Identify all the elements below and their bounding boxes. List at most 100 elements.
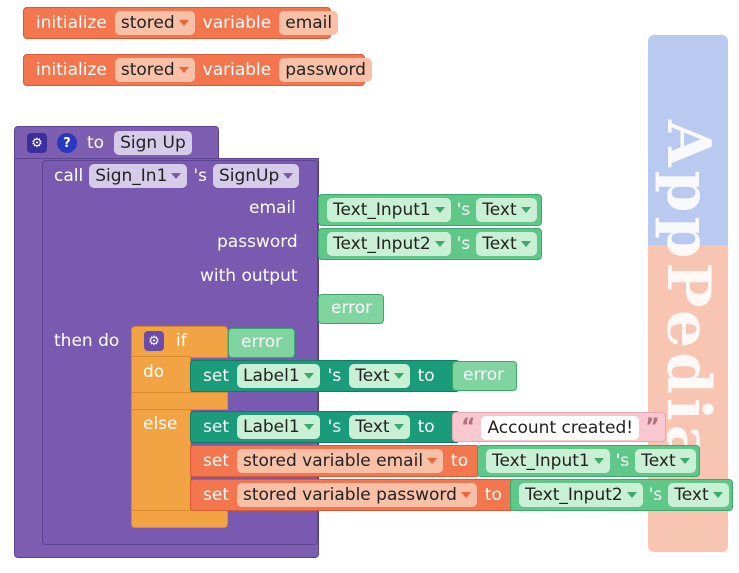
scope-dropdown[interactable]: stored <box>114 11 195 35</box>
component-dropdown[interactable]: Text_Input1 <box>486 449 610 473</box>
else-set-email-block[interactable]: set stored variable email to <box>190 445 480 477</box>
else-set-email-getter[interactable]: Text_Input1 's Text <box>477 445 700 477</box>
help-icon[interactable]: ? <box>57 133 77 153</box>
close-quote-icon: ” <box>645 415 660 440</box>
to-keyword: to <box>417 417 435 437</box>
if-block-header[interactable]: ⚙ if <box>131 326 228 358</box>
variable-label: stored variable email <box>242 451 424 471</box>
property-dropdown[interactable]: Text <box>668 483 729 507</box>
component-dropdown[interactable]: Label1 <box>236 364 320 388</box>
property-dropdown[interactable]: Text <box>635 449 696 473</box>
property-dropdown[interactable]: Text <box>349 415 410 439</box>
value-label: error <box>463 365 505 385</box>
if-block-bottom-cap <box>131 510 228 528</box>
scope-label: stored <box>120 60 175 80</box>
chevron-down-icon <box>171 173 182 179</box>
component-label: Text_Input1 <box>333 200 431 220</box>
property-dropdown[interactable]: Text <box>476 198 537 222</box>
watermark: AppPedia <box>648 35 728 552</box>
watermark-text: AppPedia <box>653 119 723 468</box>
to-keyword: to <box>417 366 435 386</box>
component-dropdown[interactable]: Text_Input1 <box>327 198 451 222</box>
chevron-down-icon <box>393 424 404 430</box>
component-label: Sign_In1 <box>95 166 168 186</box>
property-label: Text <box>674 485 709 505</box>
else-label: else <box>143 414 178 434</box>
variable-dropdown[interactable]: stored variable email <box>236 449 444 473</box>
possessive: 's <box>648 485 663 505</box>
param-password-label: password <box>217 232 298 252</box>
possessive: 's <box>456 234 471 254</box>
chevron-down-icon <box>434 207 445 213</box>
component-dropdown[interactable]: Label1 <box>236 415 320 439</box>
property-dropdown[interactable]: Text <box>476 232 537 256</box>
init-email-block[interactable]: initialize stored variable email <box>23 7 339 39</box>
component-dropdown[interactable]: Sign_In1 <box>89 164 188 188</box>
output-var-label: error <box>331 298 373 318</box>
chevron-down-icon <box>460 492 471 498</box>
else-set-label-block[interactable]: set Label1 's Text to <box>190 411 460 443</box>
property-dropdown[interactable]: Text <box>349 364 410 388</box>
procedure-block[interactable]: ⚙ ? to Sign Up <box>14 126 219 160</box>
chevron-down-icon <box>178 20 189 26</box>
then-do-label: then do <box>54 331 119 351</box>
output-label: with output <box>200 266 298 286</box>
set-keyword: set <box>203 366 229 386</box>
property-label: Text <box>355 417 390 437</box>
gear-icon[interactable]: ⚙ <box>144 331 164 351</box>
param-label: email <box>249 198 296 218</box>
do-set-block[interactable]: set Label1 's Text to <box>190 360 460 392</box>
else-set-password-getter[interactable]: Text_Input2 's Text <box>510 479 733 511</box>
variable-name-field[interactable]: email <box>279 11 339 35</box>
variable-dropdown[interactable]: stored variable password <box>236 483 477 507</box>
component-dropdown[interactable]: Text_Input2 <box>519 483 643 507</box>
method-dropdown[interactable]: SignUp <box>212 164 300 188</box>
do-set-value-block[interactable]: error <box>452 361 517 391</box>
property-label: Text <box>482 200 517 220</box>
chevron-down-icon <box>303 424 314 430</box>
param-email-label: email <box>249 198 296 218</box>
param-email-getter[interactable]: Text_Input1 's Text <box>318 194 542 226</box>
chevron-down-icon <box>178 67 189 73</box>
if-keyword: if <box>176 331 187 351</box>
else-set-password-block[interactable]: set stored variable password to <box>190 479 515 511</box>
param-password-getter[interactable]: Text_Input2 's Text <box>318 228 542 260</box>
scope-dropdown[interactable]: stored <box>114 58 195 82</box>
possessive: 's <box>193 166 207 186</box>
condition-block[interactable]: error <box>228 328 295 358</box>
scope-label: stored <box>120 13 175 33</box>
condition-label: error <box>241 332 283 352</box>
possessive: 's <box>615 451 630 471</box>
chevron-down-icon <box>712 492 723 498</box>
chevron-down-icon <box>520 241 531 247</box>
to-keyword: to <box>87 133 105 153</box>
init-keyword: initialize <box>36 60 107 80</box>
text-literal-field[interactable]: Account created! <box>481 415 640 440</box>
do-text: do <box>143 362 165 382</box>
procedure-name-field[interactable]: Sign Up <box>114 131 192 155</box>
then-do-text: then do <box>54 331 120 351</box>
chevron-down-icon <box>679 458 690 464</box>
component-label: Label1 <box>242 366 300 386</box>
chevron-down-icon <box>393 373 404 379</box>
chevron-down-icon <box>626 492 637 498</box>
output-var-block[interactable]: error <box>318 294 384 324</box>
chevron-down-icon <box>520 207 531 213</box>
chevron-down-icon <box>434 241 445 247</box>
init-password-block[interactable]: initialize stored variable password <box>23 54 372 86</box>
component-label: Label1 <box>242 417 300 437</box>
set-keyword: set <box>203 417 229 437</box>
property-label: Text <box>482 234 517 254</box>
possessive: 's <box>456 200 471 220</box>
variable-label: stored variable password <box>242 485 457 505</box>
text-literal-block[interactable]: “ Account created! ” <box>452 412 666 442</box>
set-keyword: set <box>203 485 229 505</box>
method-label: SignUp <box>218 166 280 186</box>
component-dropdown[interactable]: Text_Input2 <box>327 232 451 256</box>
possessive: 's <box>327 417 342 437</box>
variable-name-field[interactable]: password <box>279 58 372 82</box>
to-keyword: to <box>451 451 469 471</box>
gear-icon[interactable]: ⚙ <box>27 133 47 153</box>
chevron-down-icon <box>593 458 604 464</box>
watermark-top <box>648 35 728 245</box>
